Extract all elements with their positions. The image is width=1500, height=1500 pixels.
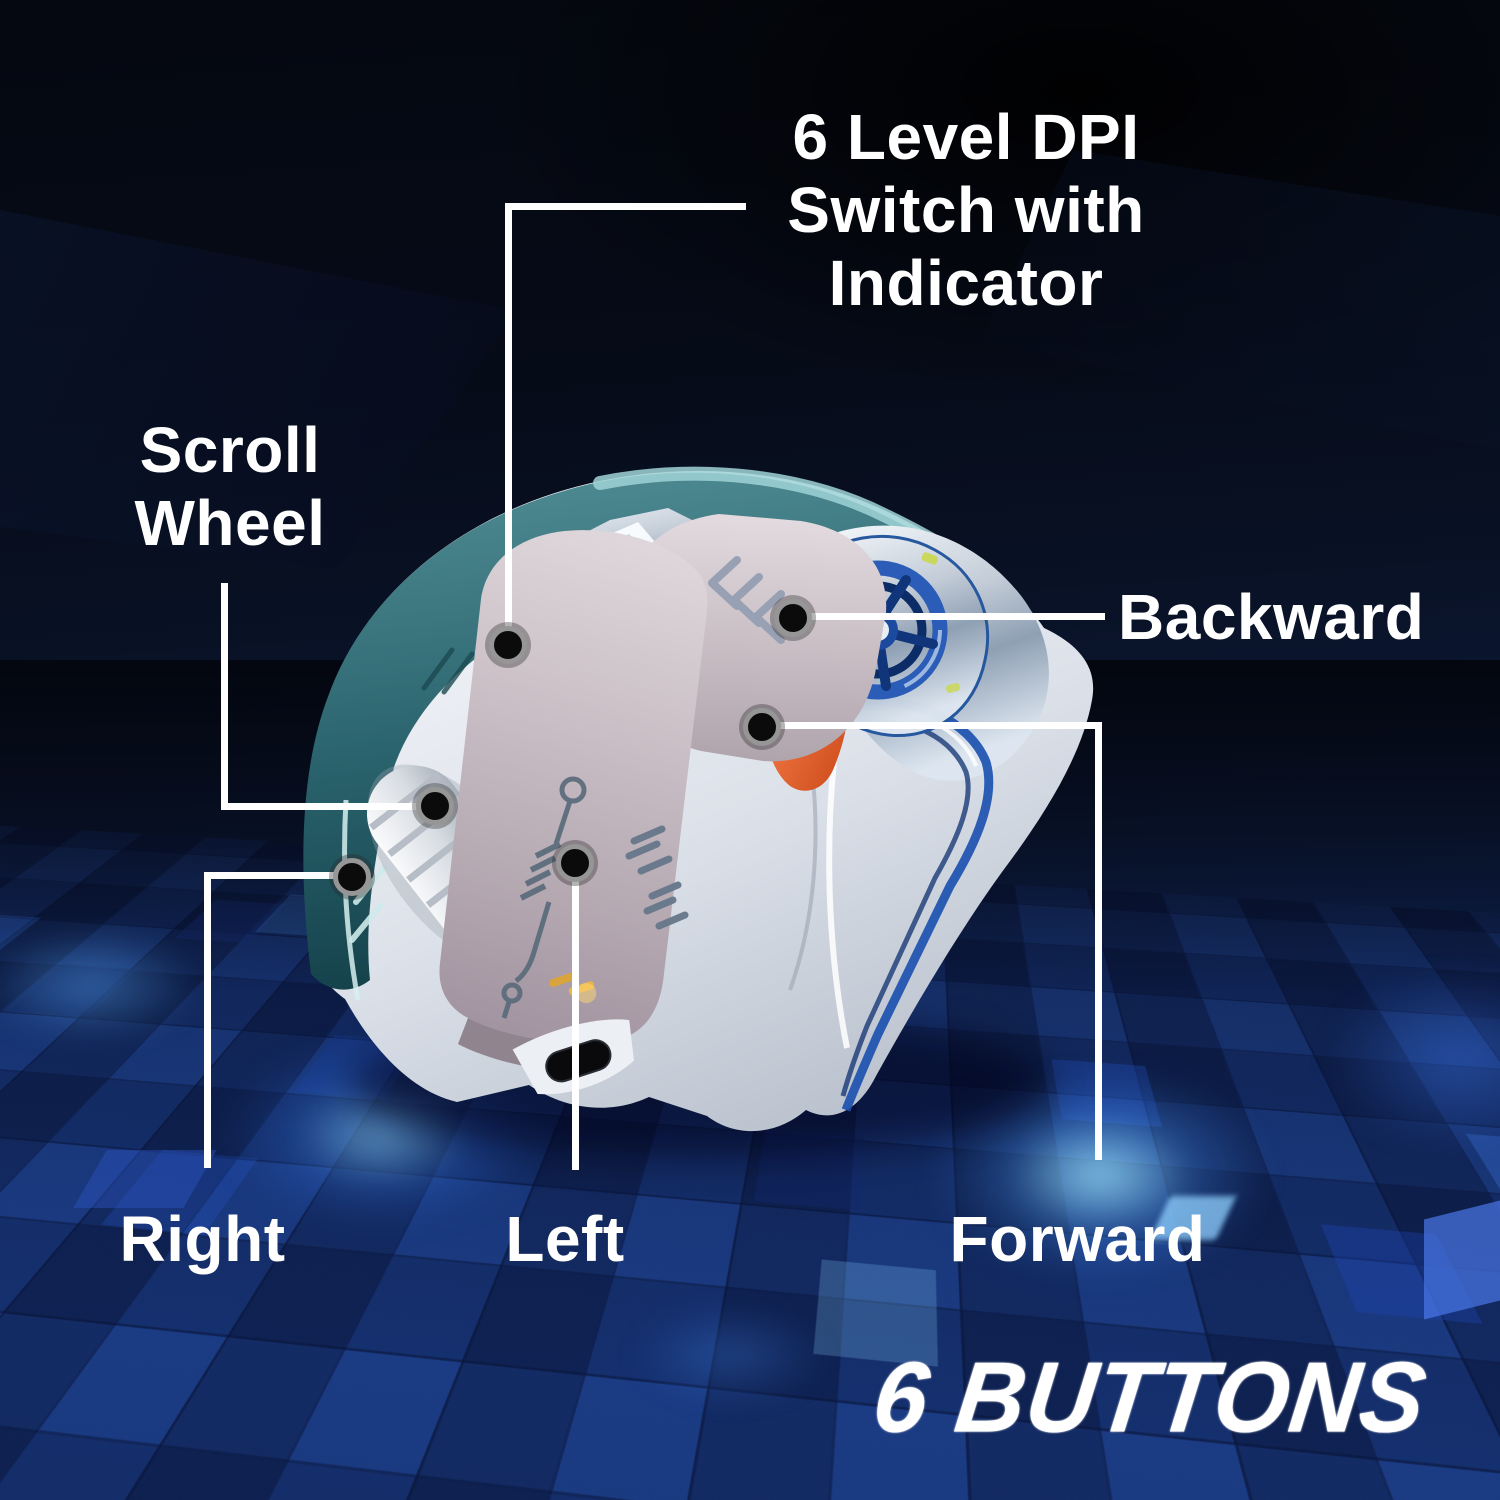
label-right: Right [119,1203,286,1275]
label-forward: Forward [949,1203,1206,1275]
six-buttons-badge: 6 BUTTONS [867,1341,1433,1454]
callout-line-scroll-vertical [221,583,228,810]
callout-dot-scroll-wheel [416,787,454,825]
callout-dot-dpi-switch [489,626,527,664]
callout-line-right-vertical [204,872,211,1168]
callout-line-dpi-horizontal [508,203,746,210]
callout-line-dpi-vertical [505,203,512,649]
callout-line-left-vertical [572,876,579,1170]
callout-dot-forward-button [743,708,781,746]
label-backward: Backward [1118,581,1425,653]
callout-line-forward-horizontal [770,722,1102,729]
callout-dot-backward-button [774,599,812,637]
dash-marks [625,825,689,930]
circuit-decoration [501,776,587,1019]
callout-line-right-horizontal [204,872,352,879]
callout-dot-left-button [556,844,594,882]
label-scroll-wheel: Scroll Wheel [134,414,326,559]
label-dpi-switch: 6 Level DPI Switch with Indicator [787,101,1145,319]
callout-line-backward-horizontal [800,613,1105,620]
callout-line-forward-vertical [1095,722,1102,1160]
label-left: Left [505,1203,625,1275]
callout-dot-right-button [333,858,371,896]
callout-line-scroll-horizontal [221,803,431,810]
chevron-marks [708,556,785,644]
